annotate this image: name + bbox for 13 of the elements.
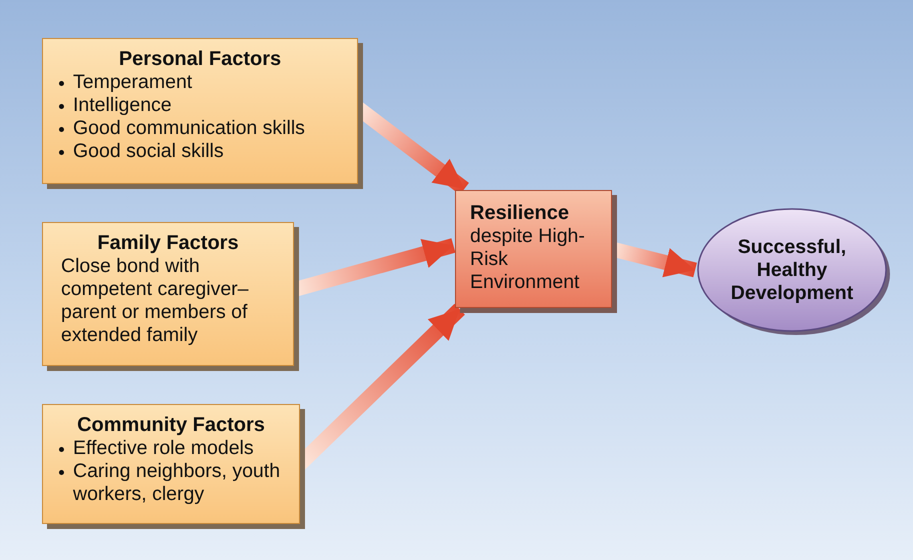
bullet-item: Temperament xyxy=(73,71,192,93)
box-heading: Resilience xyxy=(470,201,570,225)
bullet-item: Intelligence xyxy=(73,94,172,116)
bullet-item: Effective role models xyxy=(73,437,254,459)
box-heading: Family Factors xyxy=(96,231,240,255)
outcome-text: Successful, Healthy Development xyxy=(730,236,854,304)
bullet-item: Good social skills xyxy=(73,140,224,162)
bullet-item: Caring neighbors, youth workers, clergy xyxy=(73,460,280,505)
box-heading: Personal Factors xyxy=(118,47,282,71)
bullet-item: Good communication skills xyxy=(73,117,305,139)
box-heading: Community Factors xyxy=(76,413,266,437)
box-text: despite High-Risk Environment xyxy=(470,225,586,294)
box-text: Close bond with competent caregiver– parent or members of extended family xyxy=(60,255,250,347)
